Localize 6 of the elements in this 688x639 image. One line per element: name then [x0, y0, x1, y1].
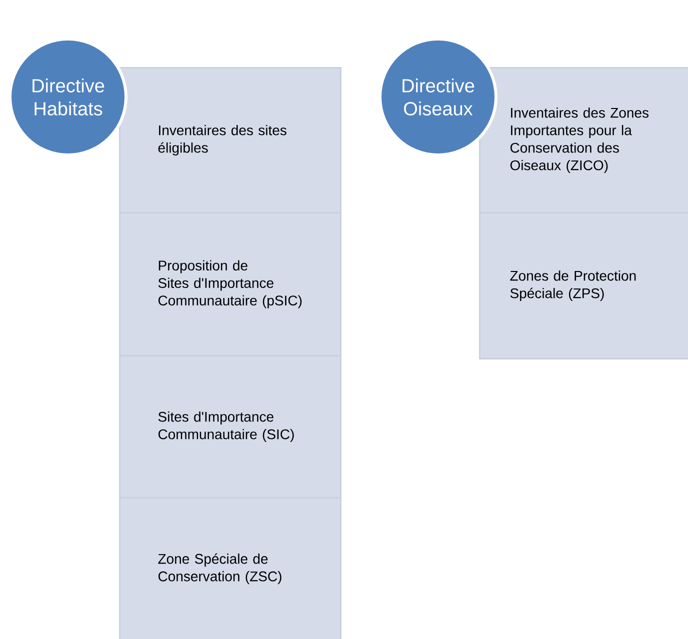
list-cell: Inventaires des sites éligibles — [119, 67, 342, 214]
list-cell: Sites d'Importance Communautaire (SIC) — [119, 355, 342, 498]
list-cell: Zones de Protection Spéciale (ZPS) — [479, 212, 688, 360]
list-cell: Proposition de Sites d'Importance Communautaire (pSIC) — [119, 212, 342, 356]
list-cell: Inventaires des Zones Importantes pour la Conservation des Oiseaux (ZICO) — [479, 67, 688, 214]
list-cell: Zone Spéciale de Conservation (ZSC) — [119, 497, 342, 639]
